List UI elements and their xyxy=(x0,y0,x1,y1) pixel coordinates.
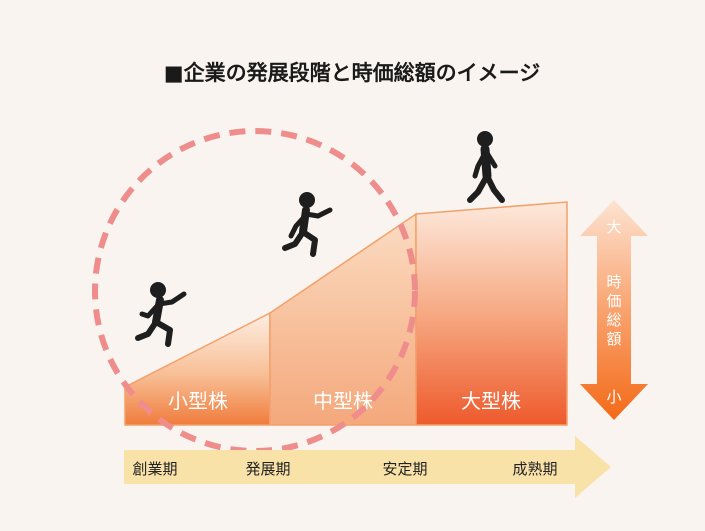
growth-chart: 小型株 中型株 大型株 xyxy=(124,201,568,426)
stage-label-mature: 成熟期 xyxy=(512,460,557,478)
running-person-icon xyxy=(135,282,187,347)
stage-label-stable: 安定期 xyxy=(382,460,427,478)
running-person-icon xyxy=(282,192,333,257)
walking-person-icon xyxy=(467,131,505,203)
scale-large-label: 大 xyxy=(606,218,621,236)
small-cap-label: 小型株 xyxy=(168,389,228,413)
large-cap-segment xyxy=(415,201,568,426)
scale-char: 時 xyxy=(606,273,621,291)
stage-label-founding: 創業期 xyxy=(132,460,177,478)
scale-char: 総 xyxy=(606,311,621,329)
large-cap-label: 大型株 xyxy=(461,389,521,413)
stage-label-growth: 発展期 xyxy=(245,460,290,478)
stage-arrow: 創業期 発展期 安定期 成熟期 xyxy=(124,436,611,498)
market-cap-scale-arrow: 大 時 価 総 額 小 xyxy=(580,200,648,420)
scale-char: 額 xyxy=(606,330,621,348)
page-title: ■企業の発展段階と時価総額のイメージ xyxy=(164,61,540,85)
small-mid-highlight-circle xyxy=(92,128,418,454)
scale-char: 価 xyxy=(606,292,621,310)
scale-small-label: 小 xyxy=(606,388,621,406)
